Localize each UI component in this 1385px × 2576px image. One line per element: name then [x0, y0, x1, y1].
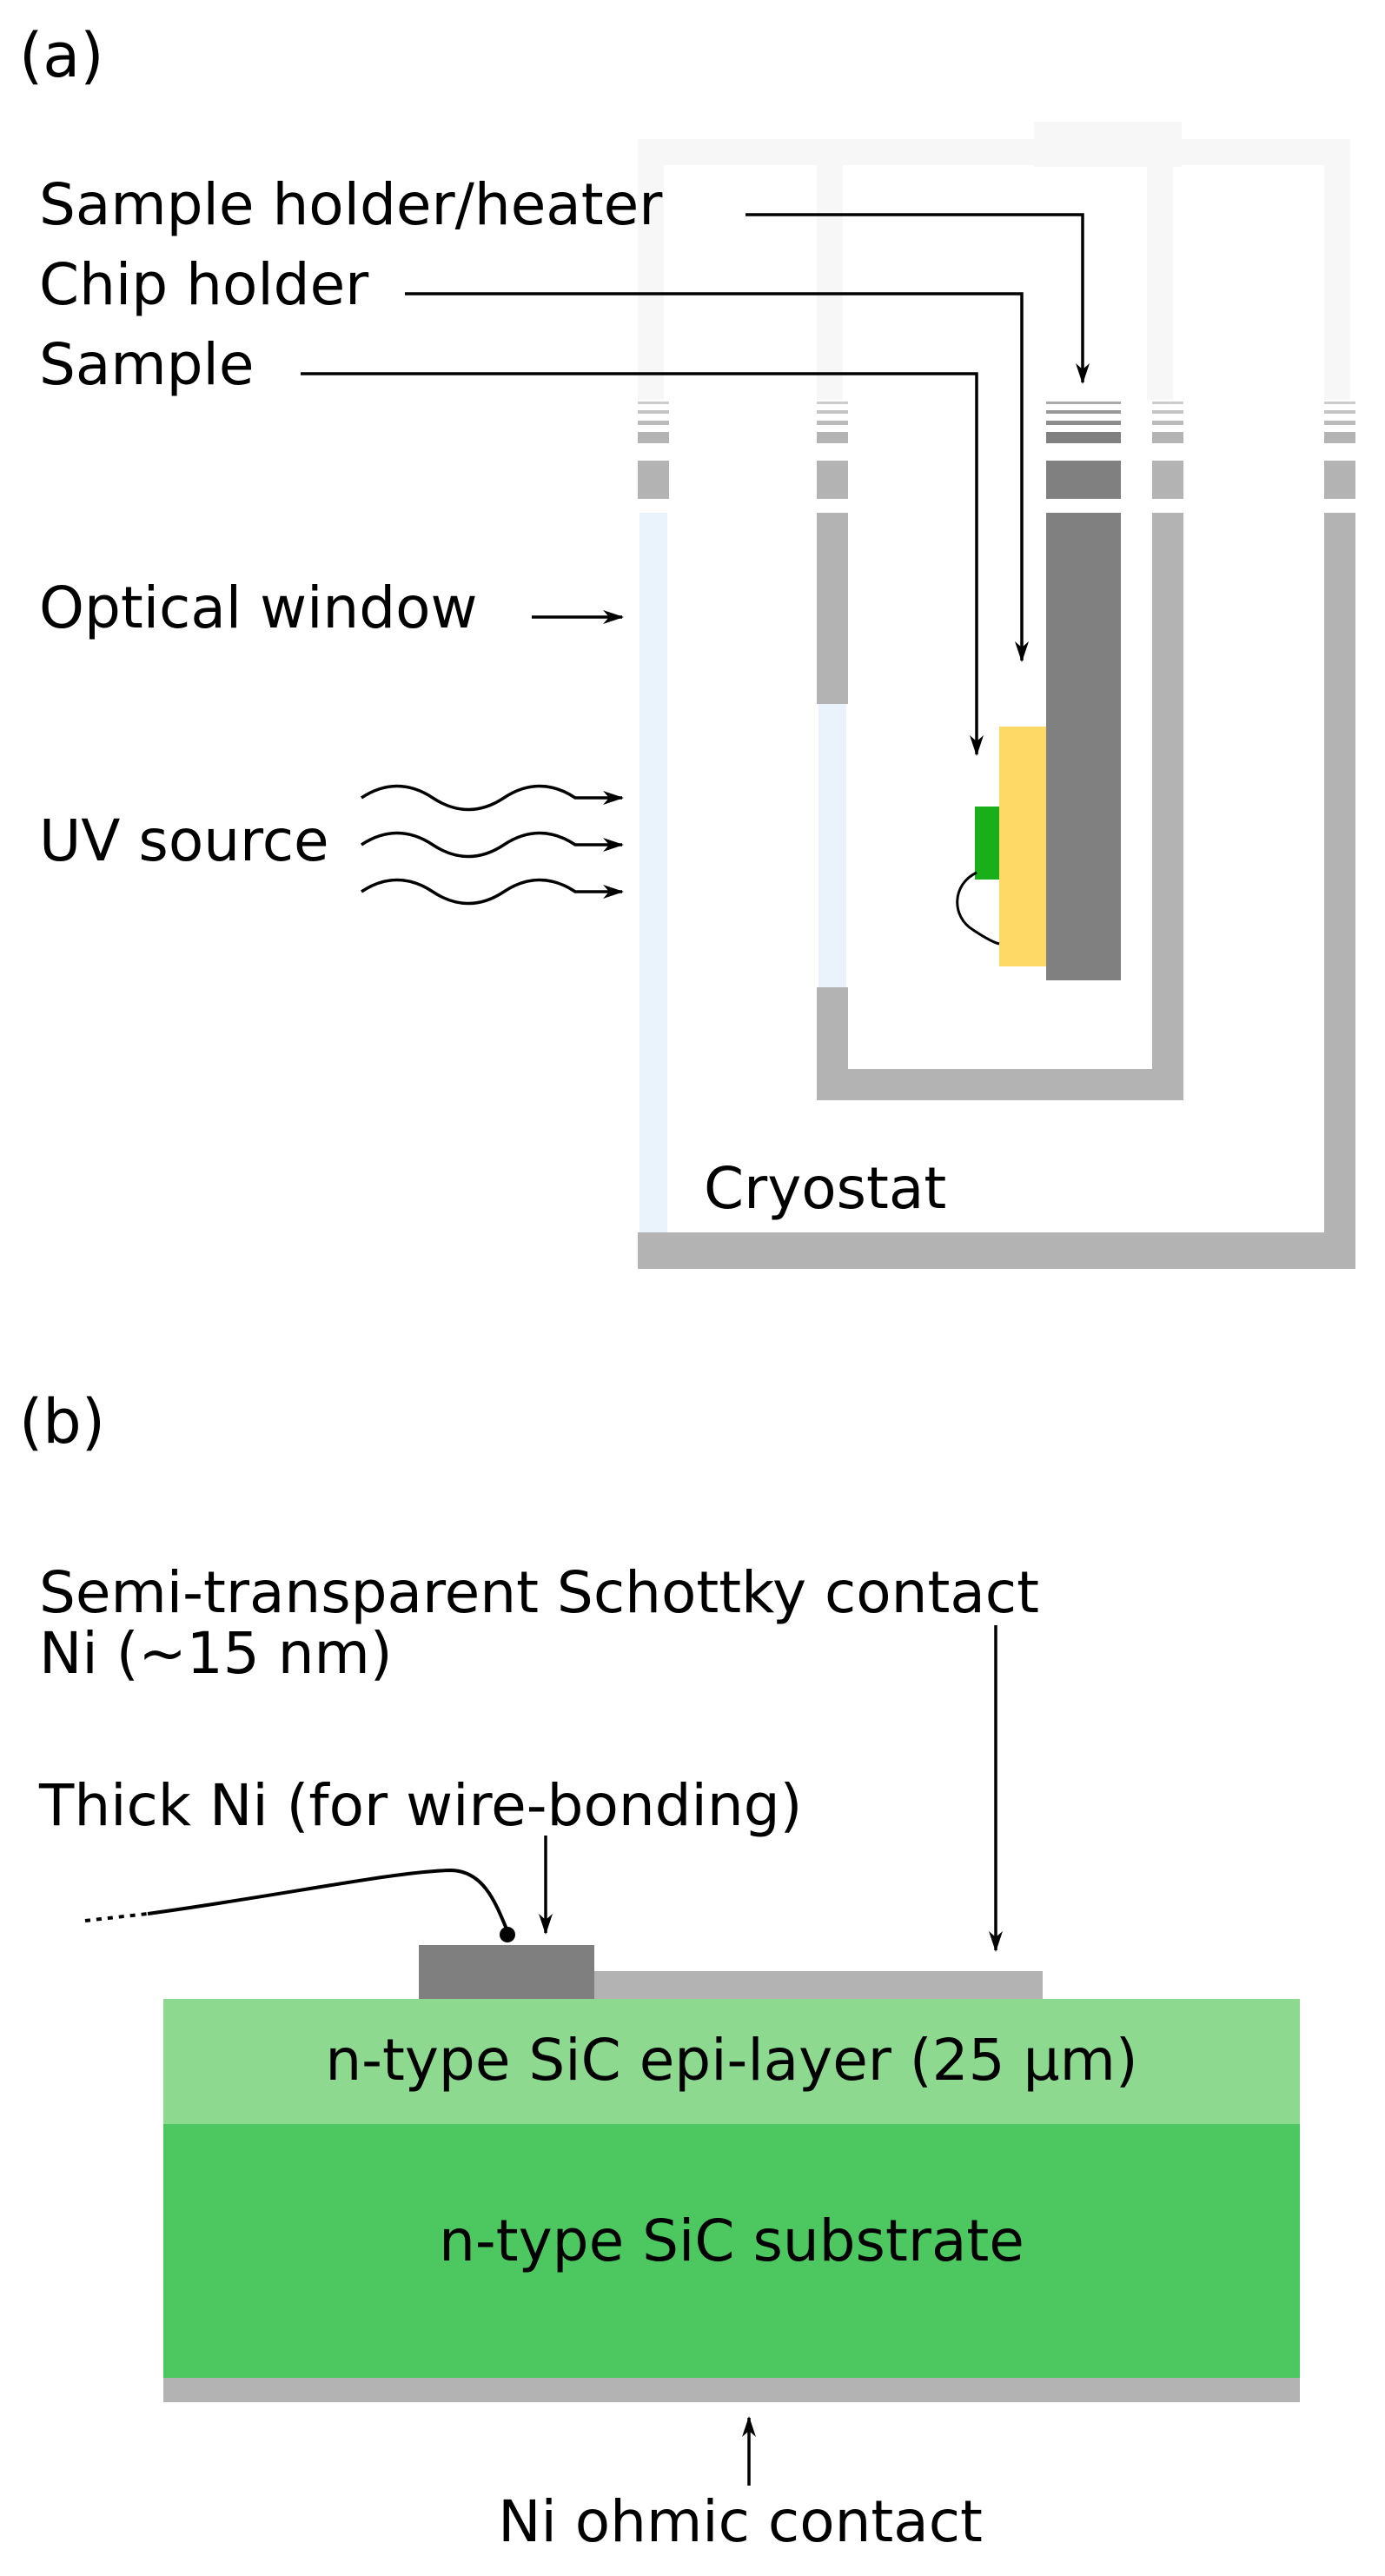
chip-holder-label: Chip holder [39, 251, 369, 318]
ohmic-contact-layer [163, 2378, 1300, 2402]
break-mark-outer-left [638, 402, 669, 499]
break-mark-inner-right [1152, 402, 1183, 499]
chip-holder [999, 727, 1046, 966]
schottky-contact-label: Semi-transparent Schottky contact [39, 1559, 1039, 1626]
outer-optical-window [639, 513, 667, 1232]
panel-a: (a) [19, 20, 1355, 1269]
uv-waves [361, 784, 624, 906]
epi-layer-label: n-type SiC epi-layer (25 μm) [325, 2027, 1137, 2094]
wire-bond-ball [500, 1927, 515, 1942]
break-mark-inner-left [817, 402, 848, 499]
thick-ni-pad [419, 1945, 594, 1999]
bond-wire-dashed [84, 1912, 149, 1922]
sample-arrow [301, 372, 984, 756]
schottky-ni-film [594, 1971, 1043, 1999]
cryostat-label: Cryostat [704, 1155, 946, 1222]
cryostat-upper-faint [638, 122, 1350, 400]
panel-a-label: (a) [19, 20, 104, 91]
schottky-ni-thickness-label: Ni (~15 nm) [39, 1620, 393, 1687]
sample-holder-heater-label: Sample holder/heater [39, 171, 663, 238]
sample-holder-heater-arrow [746, 213, 1090, 384]
epi-layer [163, 1999, 1300, 2124]
bond-wire-b [147, 1868, 509, 1932]
uv-source-label: UV source [39, 807, 329, 874]
panel-b: (b) Semi-transparent Schottky contact Ni… [19, 1386, 1300, 2555]
break-mark-heater [1046, 402, 1121, 499]
thick-ni-label: Thick Ni (for wire-bonding) [38, 1772, 802, 1839]
ohmic-contact-label: Ni ohmic contact [498, 2488, 983, 2555]
inner-optical-window [818, 704, 846, 987]
substrate [163, 2124, 1300, 2378]
wall-break-marks [638, 402, 1355, 499]
substrate-label: n-type SiC substrate [439, 2208, 1024, 2274]
sample-label: Sample [39, 331, 254, 398]
break-mark-outer-right [1324, 402, 1355, 499]
bond-wire-a [956, 871, 1000, 946]
chip-holder-arrow [405, 292, 1029, 662]
optical-window-label: Optical window [39, 574, 478, 641]
sample-chip [975, 807, 999, 880]
inner-radiation-shield [817, 513, 1183, 1100]
sample-holder-heater [1046, 513, 1121, 980]
panel-b-label: (b) [19, 1386, 105, 1457]
cryostat-outer-wall [638, 513, 1355, 1269]
